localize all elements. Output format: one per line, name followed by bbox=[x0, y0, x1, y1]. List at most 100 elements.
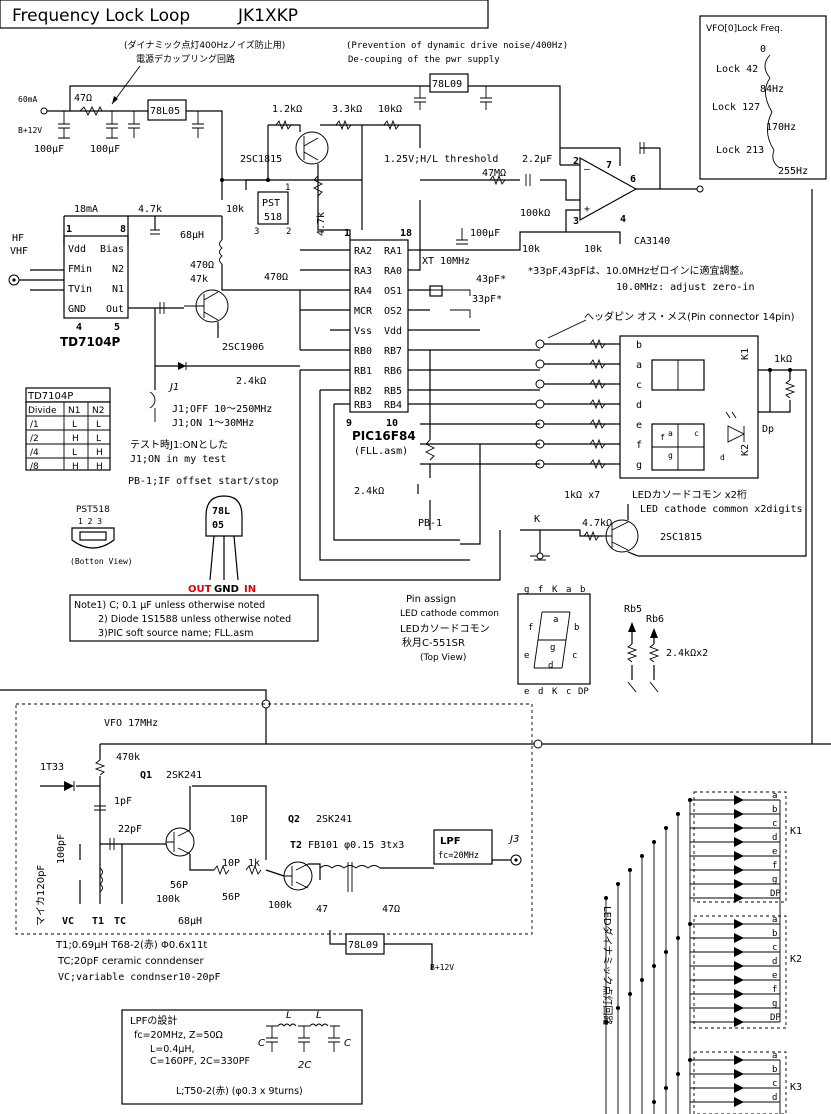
c-100uf-a: 100μF bbox=[34, 144, 64, 155]
op-pin4: 4 bbox=[620, 214, 626, 225]
dyn-b-3: b bbox=[772, 1065, 777, 1075]
pic-label: PIC16F84 bbox=[352, 429, 416, 443]
dyn-e-2: e bbox=[772, 971, 777, 981]
seg-pin-top: f bbox=[538, 585, 543, 595]
tc-spec: TC;20pF ceramic conndenser bbox=[57, 956, 204, 967]
r-10k-op2: 10k bbox=[584, 244, 602, 255]
vfo-lock-84hz: 84Hz bbox=[760, 84, 784, 95]
vfo-c-10p-b: 10P bbox=[222, 858, 240, 869]
dyn-dp-1: DP bbox=[770, 889, 781, 899]
q-2sc1815-bottom-label: 2SC1815 bbox=[660, 532, 702, 543]
table-cell: /1 bbox=[30, 420, 39, 430]
dyn-k3: K3 bbox=[790, 1082, 802, 1093]
seg-pin-assign: g f K a b e d K c DP a f b g e c d bbox=[517, 585, 591, 697]
rb6-label: Rb6 bbox=[646, 614, 664, 625]
pst-pin1: 1 bbox=[285, 183, 290, 193]
opamp-minus: – bbox=[584, 164, 591, 175]
pst518-bottom-pins: 1 2 3 bbox=[78, 517, 102, 526]
k1-label: K1 bbox=[740, 348, 751, 360]
l-68uh: 68μH bbox=[180, 230, 204, 241]
note-j1-on: J1;ON 1～30MHz bbox=[172, 418, 254, 429]
seg-pa-g: g bbox=[550, 643, 555, 653]
vfo-c-56p-b: 56P bbox=[222, 892, 240, 903]
pst518-label: PST bbox=[262, 198, 280, 209]
seg-inner-a: a bbox=[668, 429, 673, 438]
title-box bbox=[0, 0, 489, 29]
td-pin5: 5 bbox=[114, 322, 120, 333]
pst518-bottom-note: (Botton View) bbox=[70, 557, 133, 566]
c-2-2uf: 2.2μF bbox=[522, 154, 552, 165]
vfo-c-120pf: マイカ120pF bbox=[35, 865, 47, 926]
seg-letter-d: d bbox=[636, 400, 642, 411]
note-test-jp: テスト時J1:ONとした bbox=[130, 439, 228, 451]
seg-pa-e: e bbox=[524, 651, 529, 661]
td-pin1: 1 bbox=[66, 224, 72, 235]
pic-vss: Vss bbox=[354, 326, 372, 337]
note-xtal-en: 10.0MHz: adjust zero-in bbox=[616, 282, 754, 293]
pic-rb7: RB7 bbox=[384, 346, 402, 357]
vfo-q2: Q2 bbox=[288, 814, 300, 825]
note-3: 3)PIC soft source name; FLL.asm bbox=[98, 628, 253, 639]
dyn-a-2: a bbox=[772, 915, 777, 925]
dyn-d-3: d bbox=[772, 1093, 777, 1103]
vfo-section: VFO 17MHz 470k Q1 2SK241 1T33 1pF 22pF 1… bbox=[15, 703, 533, 972]
table-cell: L bbox=[72, 420, 77, 430]
dyn-g-2: g bbox=[772, 999, 777, 1009]
table-cell: /2 bbox=[30, 434, 39, 444]
note-noise-jp: (ダイナミック点灯400Hzノイズ防止用) bbox=[124, 39, 285, 51]
vfo-r-47: 47 bbox=[316, 904, 328, 915]
r-4-7k-q: 4.7kΩ bbox=[582, 518, 612, 529]
vfo-title: VFO 17MHz bbox=[104, 718, 158, 729]
dyn-b-1: b bbox=[772, 805, 777, 815]
lpf-design-fc: fc=20MHz, Z=50Ω bbox=[134, 1030, 223, 1041]
dp-label: Dp bbox=[762, 424, 774, 435]
seg-pin-bot: d bbox=[538, 687, 543, 697]
dyn-a-3: a bbox=[772, 1051, 777, 1061]
vfo-lock-213: Lock 213 bbox=[716, 145, 764, 156]
vfo-lock-zero: 0 bbox=[760, 44, 766, 55]
dyn-f-1: f bbox=[772, 861, 777, 871]
pic-asm: (FLL.asm) bbox=[354, 446, 408, 457]
vfo-lock-title: VFO[0]Lock Freq. bbox=[706, 24, 783, 34]
seg-inner-g: g bbox=[668, 451, 673, 460]
r-4-7k-vert: 4.7k bbox=[316, 212, 327, 236]
page-title: Frequency Lock Loop bbox=[12, 6, 190, 26]
pic-rb4: RB4 bbox=[384, 400, 402, 411]
dyn-dp-2: DP bbox=[770, 1013, 781, 1023]
vfo-c-56p-a: 56P bbox=[170, 880, 188, 891]
reg-78l05: 78L05 bbox=[150, 106, 180, 117]
r-2-4k-b: 2.4kΩ bbox=[354, 486, 384, 497]
pic-pin1: 1 bbox=[344, 228, 350, 239]
vfo-c-100pf: 100pF bbox=[56, 834, 67, 864]
dyn-c-2: c bbox=[772, 943, 777, 953]
td7104p-label: TD7104P bbox=[60, 335, 121, 349]
pst518-bottom-view: PST518 1 2 3 (Botton View) bbox=[70, 505, 133, 566]
threshold-note: 1.25V;H/L threshold bbox=[384, 154, 498, 165]
note-j1-off: J1;OFF 10～250MHz bbox=[172, 404, 272, 415]
table-cell: L bbox=[96, 420, 101, 430]
vfo-c-22pf: 22pF bbox=[118, 824, 142, 835]
lpf-design-core: L;T50-2(赤) (φ0.3 x 9turns) bbox=[176, 1086, 303, 1097]
q-2sc1815-bottom: K 4.7kΩ 2SC1815 bbox=[520, 504, 702, 561]
table-header-divide: Divide bbox=[28, 406, 57, 416]
dyn-a-1: a bbox=[772, 791, 777, 801]
seven-seg-display: b a c d e f g f a g c d K1 K2 Dp 1kΩ bbox=[619, 335, 807, 557]
op-pin6: 6 bbox=[630, 174, 636, 185]
k-label: K bbox=[534, 514, 540, 525]
lpf-design-title: LPFの設計 bbox=[130, 1014, 177, 1027]
q-2sc1815-top: 2SC1815 bbox=[240, 154, 282, 165]
note-test-en: J1;ON in my test bbox=[130, 454, 226, 465]
dyn-k1: K1 bbox=[790, 826, 802, 837]
r-1k-dp: 1kΩ bbox=[774, 354, 792, 365]
seg-pin-top: g bbox=[524, 585, 529, 595]
c-100uf-b: 100μF bbox=[90, 144, 120, 155]
pic-rb0: RB0 bbox=[354, 346, 372, 357]
vfo-r-100k-b: 100k bbox=[268, 900, 292, 911]
td-pin-fmin: FMin bbox=[68, 264, 92, 275]
vfo-lock-170hz: 170Hz bbox=[766, 122, 796, 133]
r-47m: 47MΩ bbox=[482, 168, 506, 179]
td-pin-n2: N2 bbox=[112, 264, 124, 275]
note-decoupling-en: De-couping of the pwr supply bbox=[348, 55, 500, 65]
led-part: 秋月C-551SR bbox=[402, 636, 465, 649]
seg-letter-b: b bbox=[636, 340, 642, 351]
